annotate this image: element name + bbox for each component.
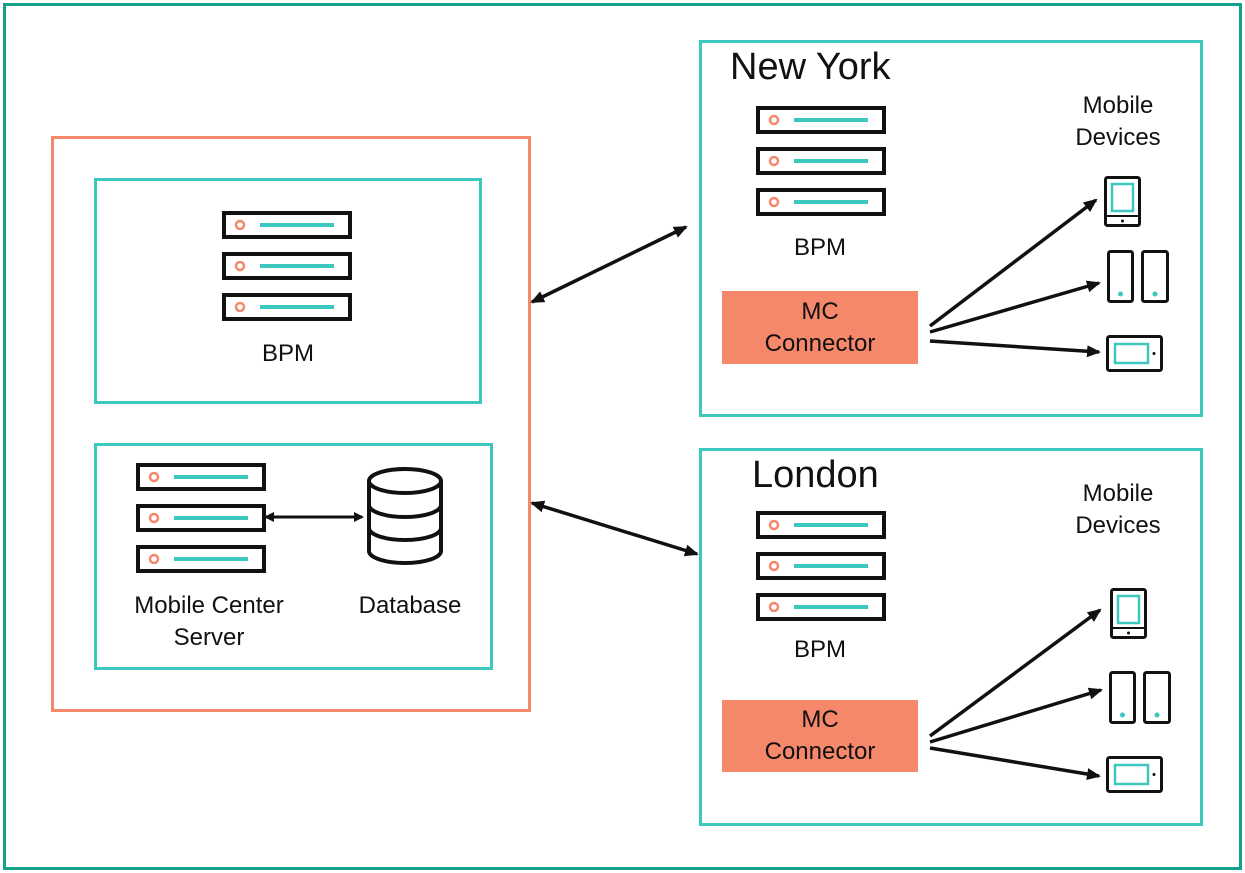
server-rack-icon <box>758 513 884 619</box>
central-site-box <box>51 136 531 712</box>
landscape-tablet-icon <box>1106 335 1163 372</box>
database-icon <box>367 467 443 565</box>
database-label: Database <box>358 592 462 619</box>
london-bpm-label: BPM <box>793 636 846 663</box>
london-link-arrow <box>530 500 699 557</box>
new-york-bpm-label: BPM <box>793 234 846 261</box>
ny-link-arrow <box>530 225 688 304</box>
ny-device-arrow <box>929 339 1101 358</box>
mobile-center-box <box>94 443 493 670</box>
mobile-center-server-line1: Mobile Center <box>134 592 284 619</box>
ny-device-arrow <box>929 280 1101 334</box>
london-device-arrow <box>929 746 1101 780</box>
london-device-arrow <box>929 687 1103 744</box>
ny-device-arrow <box>928 198 1098 328</box>
phones-icon <box>1109 671 1171 724</box>
mobile-devices-line1: Mobile <box>1082 480 1154 507</box>
phones-icon <box>1107 250 1169 303</box>
landscape-tablet-icon <box>1106 756 1163 793</box>
london-device-arrow <box>928 608 1102 738</box>
server-rack-icon <box>758 108 884 214</box>
new-york-title: New York <box>730 46 891 88</box>
london-mc-connector: MC Connector <box>722 700 918 772</box>
new-york-mobile-devices-label: Mobile Devices <box>1048 90 1188 154</box>
london-title: London <box>752 454 879 496</box>
tablet-icon <box>1110 588 1147 639</box>
london-mobile-devices-label: Mobile Devices <box>1048 478 1188 542</box>
connector-line2: Connector <box>764 329 876 357</box>
central-bpm-box <box>94 178 482 404</box>
server-rack-icon <box>138 465 264 571</box>
mobile-center-server-line2: Server <box>173 624 245 651</box>
connector-line2: Connector <box>764 738 876 765</box>
mobile-devices-line1: Mobile <box>1082 92 1154 119</box>
new-york-mc-connector: MC Connector <box>722 291 918 364</box>
mobile-devices-line2: Devices <box>1075 124 1161 151</box>
london-site-box <box>699 448 1203 826</box>
tablet-icon <box>1104 176 1141 227</box>
connector-line1: MC <box>801 706 839 733</box>
connector-line1: MC <box>801 297 839 325</box>
new-york-site-box <box>699 40 1203 417</box>
diagram-frame <box>3 3 1242 870</box>
central-bpm-label: BPM <box>261 340 314 367</box>
server-rack-icon <box>224 213 350 319</box>
mobile-center-server-label: Mobile Center Server <box>100 590 318 654</box>
mobile-devices-line2: Devices <box>1075 512 1161 539</box>
